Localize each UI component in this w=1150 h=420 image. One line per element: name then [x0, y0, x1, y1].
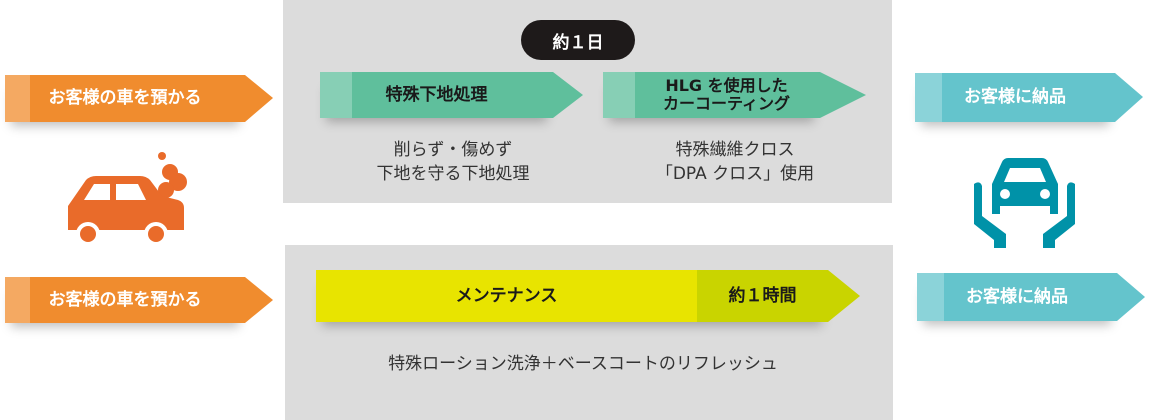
drop-off-label: お客様の車を預かる — [48, 88, 202, 109]
drop-off-arrow-top: お客様の車を預かる — [5, 75, 273, 122]
step-coating-label-2: カーコーティング — [662, 94, 791, 113]
maintenance-desc: 特殊ローション洗浄＋ベースコートのリフレッシュ — [388, 354, 778, 374]
step-coating-desc: 特殊繊維クロス 「DPA クロス」使用 — [625, 138, 845, 186]
drop-off-arrow-bottom: お客様の車を預かる — [5, 277, 273, 323]
delivery-label: お客様に納品 — [966, 286, 1068, 307]
maintenance-duration: 約１時間 — [697, 270, 828, 322]
drop-off-label: お客様の車を預かる — [48, 289, 202, 310]
desc-line: 下地を守る下地処理 — [376, 164, 530, 184]
maintenance-label: メンテナンス — [455, 285, 558, 306]
desc-line: 「DPA クロス」使用 — [655, 164, 815, 184]
broken-car-icon — [68, 152, 187, 246]
step-undercoat-arrow: 特殊下地処理 — [320, 72, 583, 118]
delivery-arrow-top: お客様に納品 — [915, 73, 1143, 122]
hands-car-icon — [974, 158, 1075, 248]
desc-line: 削らず・傷めず — [393, 140, 513, 160]
maintenance-arrow: メンテナンス 約１時間 — [316, 270, 860, 322]
step-undercoat-label: 特殊下地処理 — [385, 84, 488, 105]
step-coating-arrow: HLG を使用した カーコーティング — [603, 72, 866, 118]
step-undercoat-desc: 削らず・傷めず 下地を守る下地処理 — [343, 138, 563, 186]
desc-line: 特殊繊維クロス — [675, 140, 795, 160]
delivery-label: お客様に納品 — [964, 87, 1066, 108]
step-coating-label-1: HLG を使用した — [665, 76, 788, 96]
duration-badge: 約１日 — [521, 20, 635, 60]
delivery-arrow-bottom: お客様に納品 — [917, 273, 1145, 321]
